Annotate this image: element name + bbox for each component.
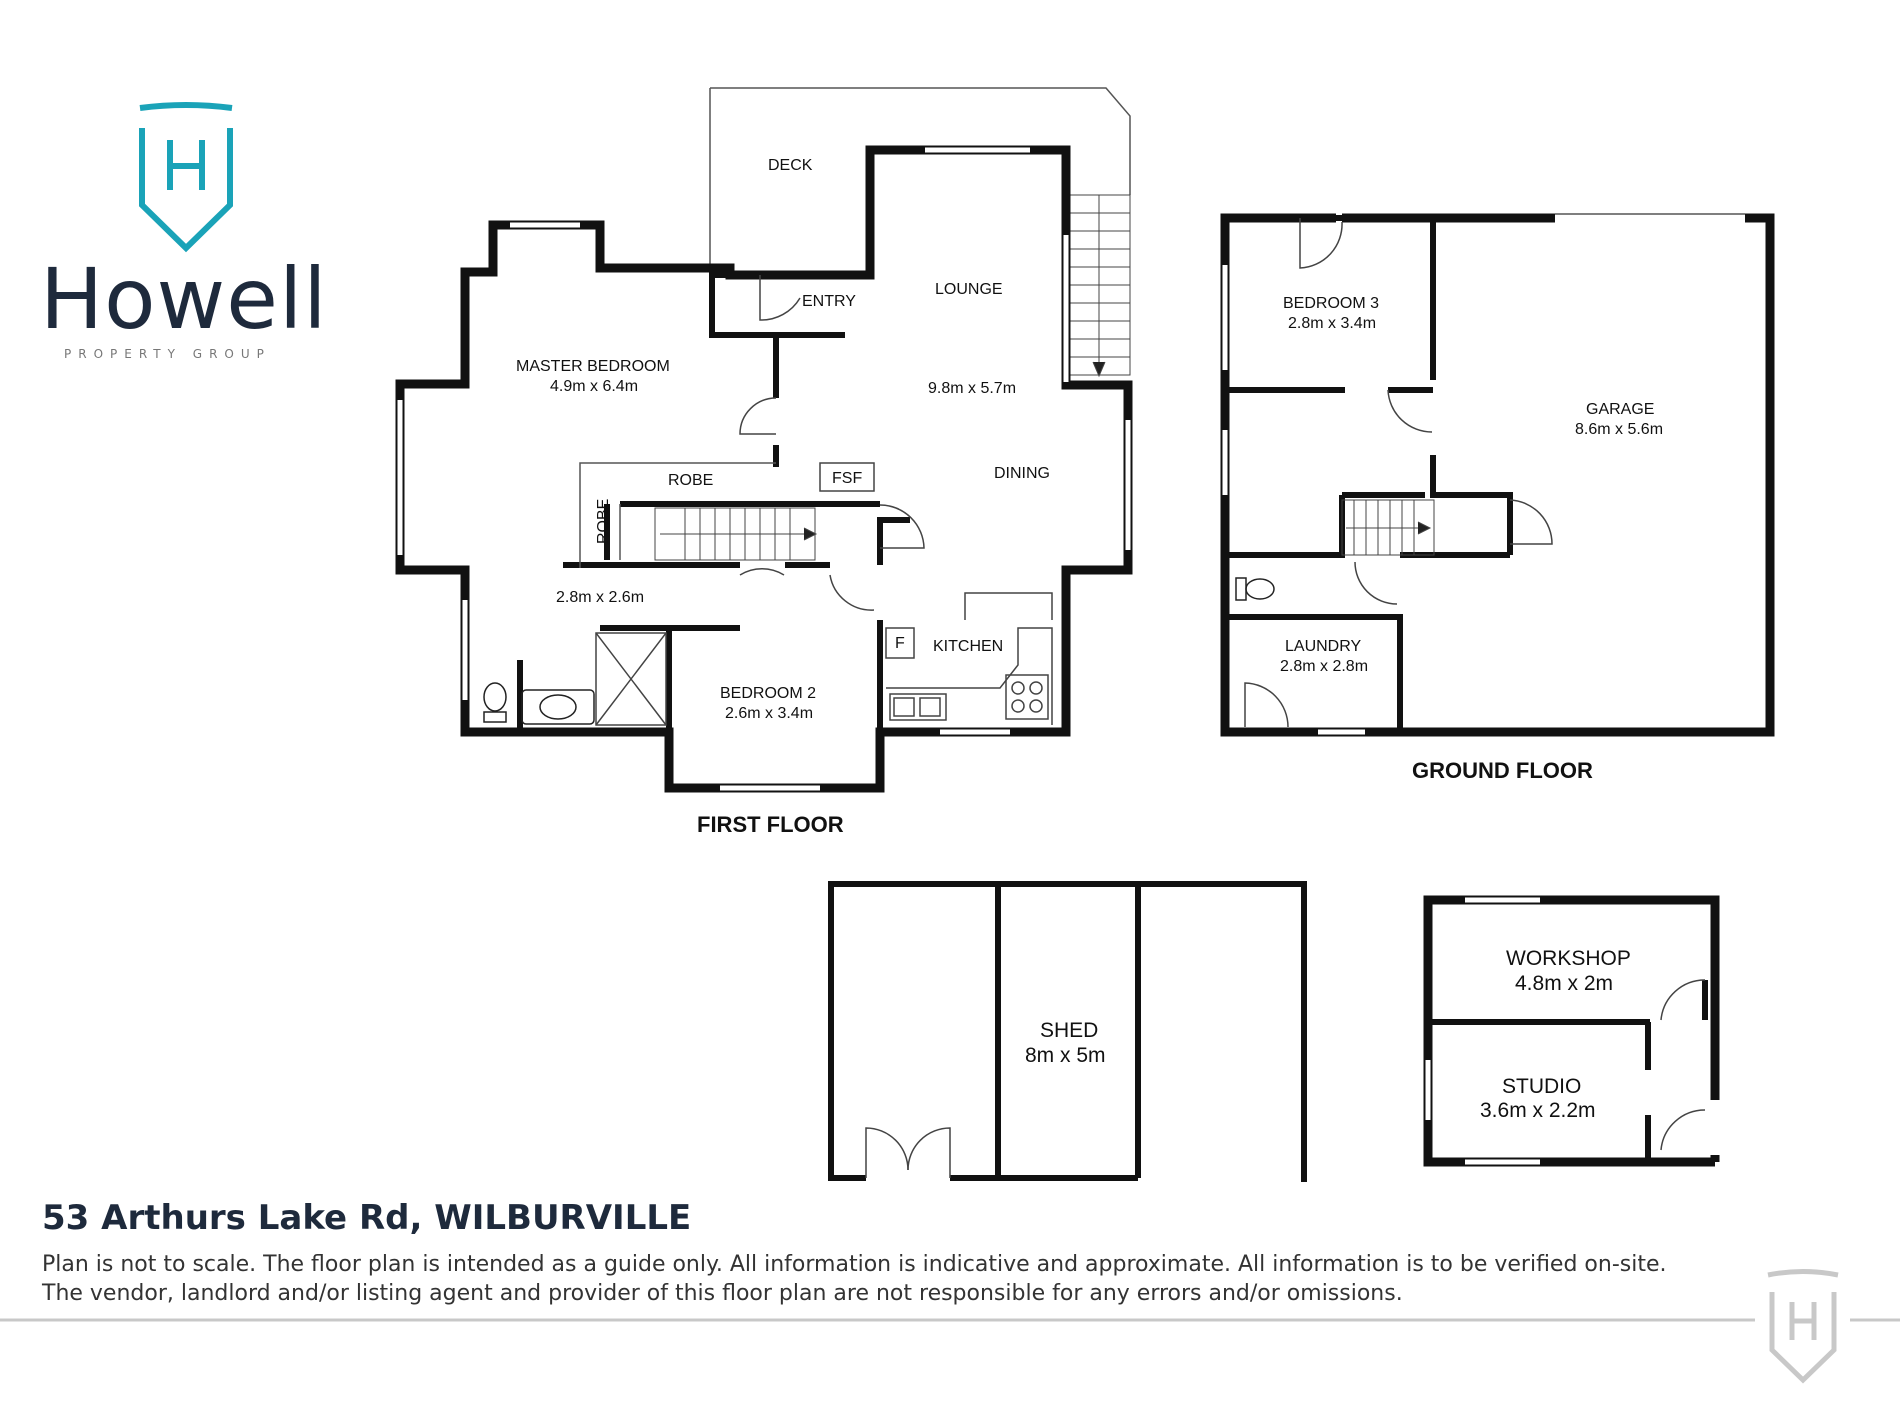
brand-tagline: PROPERTY GROUP [64,347,271,361]
ground-floor-stairs [1341,499,1435,556]
garage-size: 8.6m x 5.6m [1575,421,1663,438]
ground-floor-plan: BEDROOM 3 2.8m x 3.4m GARAGE 8.6m x 5.6m… [1220,213,1775,783]
studio-size: 3.6m x 2.2m [1480,1099,1596,1122]
shed-size: 8m x 5m [1025,1044,1106,1067]
outbuilding-interior-walls [1428,980,1708,1162]
ground-floor-interior-walls [1225,215,1513,732]
entry-label: ENTRY [802,293,856,310]
ground-floor-walls [1220,213,1775,737]
laundry-toilet-icon [1235,577,1275,601]
lounge-label: LOUNGE [935,281,1003,298]
studio-label: STUDIO [1502,1075,1581,1098]
robe-label: ROBE [668,472,713,489]
shield-icon [139,102,233,253]
workshop-label: WORKSHOP [1506,947,1631,970]
deck-stairs [1067,194,1131,378]
bathtub-icon [521,689,595,725]
outbuilding-plan: WORKSHOP 4.8m x 2m STUDIO 3.6m x 2.2m [1423,895,1720,1167]
outbuilding-windows [1425,897,1540,1165]
shed-plan: SHED 8m x 5m [828,881,1307,1182]
ground-floor-title: GROUND FLOOR [1412,758,1593,783]
deck-outline [709,87,1131,272]
workshop-size: 4.8m x 2m [1515,972,1613,995]
shed-double-door [865,1127,951,1178]
laundry-label: LAUNDRY [1285,638,1362,655]
brand-name: Howell [40,250,328,348]
first-floor-title: FIRST FLOOR [697,812,844,837]
first-floor-plan: DECK ENTRY LOUNGE 9.8m x 5.7m DINING MAS… [395,87,1133,837]
kitchen-label: KITCHEN [933,638,1003,655]
first-floor-interior-walls [517,268,910,732]
master-bedroom-label: MASTER BEDROOM [516,358,670,375]
garage-label: GARAGE [1586,401,1654,418]
ground-floor-doors [1244,218,1553,728]
fsf-label: FSF [832,470,862,487]
dining-label: DINING [994,465,1050,482]
bedroom3-label: BEDROOM 3 [1283,295,1379,312]
shed-label: SHED [1040,1019,1098,1042]
shower [595,632,667,726]
howell-logo: Howell PROPERTY GROUP [40,102,328,361]
fridge-label: F [895,635,905,652]
outbuilding-doors [1660,979,1706,1151]
bedroom3-size: 2.8m x 3.4m [1288,315,1376,332]
ground-floor-windows [1222,265,1365,735]
deck-label: DECK [768,157,813,174]
laundry-size: 2.8m x 2.8m [1280,658,1368,675]
first-floor-doors [739,275,925,611]
watermark-shield-icon [1767,1269,1839,1384]
bedroom2-size: 2.6m x 3.4m [725,705,813,722]
fsf-box [819,462,875,492]
lounge-size: 9.8m x 5.7m [928,380,1016,397]
robe-vertical-label: ROBE [595,499,612,544]
bathroom-size: 2.8m x 2.6m [556,589,644,606]
robe-outline [579,462,776,568]
internal-stairs [654,507,818,561]
master-bedroom-size: 4.9m x 6.4m [550,378,638,395]
kitchen-fixtures [885,592,1053,725]
disclaimer-text: Plan is not to scale. The floor plan is … [42,1252,1667,1306]
first-floor-windows [397,147,1131,791]
bedroom2-label: BEDROOM 2 [720,685,816,702]
outbuilding-walls [1423,895,1720,1167]
shed-walls [828,881,1307,1182]
property-address: 53 Arthurs Lake Rd, WILBURVILLE [42,1198,692,1238]
toilet-icon [483,682,507,723]
